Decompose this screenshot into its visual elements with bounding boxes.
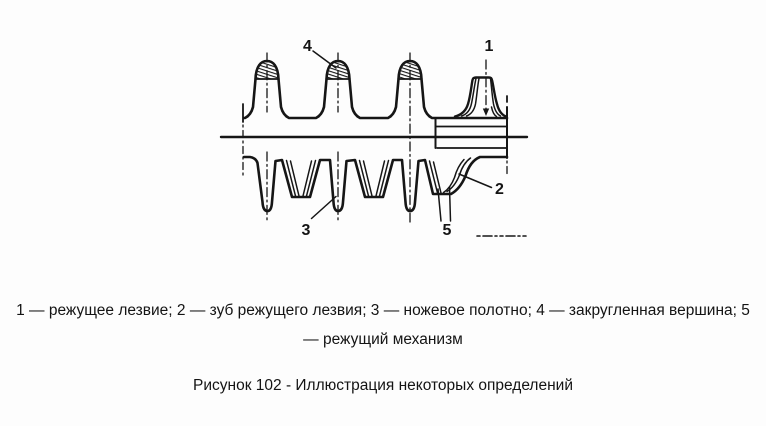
knife-back-section [434, 95, 508, 178]
blade-bevel-line [460, 77, 477, 117]
callout-number-1: 1 [485, 38, 494, 55]
figure-legend: 1 — режущее лезвие; 2 — зуб режущего лез… [0, 296, 766, 354]
leader-line-3 [310, 195, 337, 220]
upper-blade-profile [242, 59, 509, 120]
bevel-line [362, 160, 373, 197]
blade-tooth-outline [453, 76, 508, 118]
bevel-line [378, 159, 390, 197]
leader-line-4 [312, 50, 337, 69]
bevel-line [442, 158, 465, 194]
leader-line-5a [437, 188, 442, 222]
figure-caption: Рисунок 102 - Иллюстрация некоторых опре… [193, 377, 573, 394]
bevel-line [302, 160, 313, 197]
blade-bevel-line [490, 106, 498, 118]
callouts: 4 1 3 5 2 [302, 38, 505, 239]
pointer-arrowhead-1 [482, 108, 490, 116]
callout-number-4: 4 [303, 38, 312, 55]
blade-bevel-line [465, 77, 480, 117]
blade-bevel-line [489, 77, 502, 117]
bevel-line [305, 159, 317, 197]
callout-number-5: 5 [443, 222, 452, 239]
bevel-line [432, 161, 442, 194]
lower-blade-profile [242, 155, 509, 213]
bevel-line [428, 160, 439, 194]
bevel-line [285, 159, 297, 197]
bevel-line [358, 159, 370, 197]
legend-line-2: — режущий механизм [303, 331, 463, 348]
callout-number-3: 3 [302, 222, 311, 239]
bevel-line [289, 160, 300, 197]
cutting-blade-tooth [453, 76, 508, 118]
bevel-line [375, 160, 386, 197]
cutting-mechanism-diagram: 4 1 3 5 2 [219, 38, 530, 239]
leader-line-2 [458, 173, 493, 189]
legend-line-1: 1 — режущее лезвие; 2 — зуб режущего лез… [16, 302, 750, 319]
leader-line-5b [448, 186, 452, 222]
centerlines [242, 52, 411, 223]
callout-number-2: 2 [495, 181, 504, 198]
